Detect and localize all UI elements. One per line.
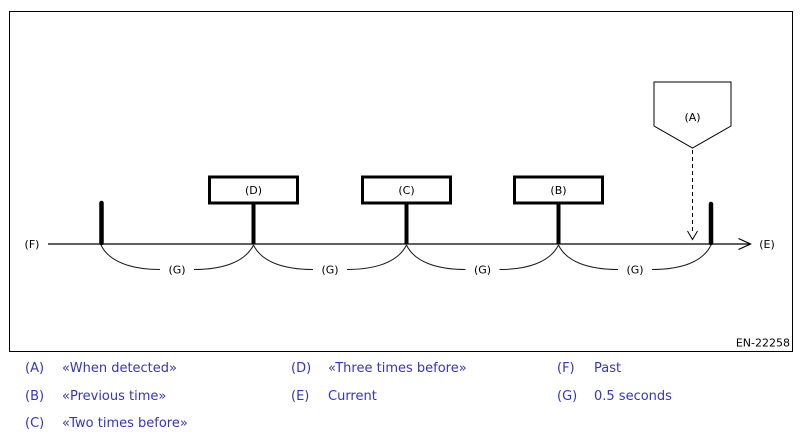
- interval-brace: [346, 244, 407, 270]
- axis-arrowhead-icon: [738, 237, 752, 251]
- legend-key-e: (E): [291, 388, 310, 404]
- current-axis-label: (E): [759, 238, 775, 251]
- event-box-b-label: (B): [550, 184, 566, 197]
- legend-value-a: «When detected»: [62, 361, 177, 376]
- legend-key-f: (F): [557, 361, 575, 376]
- interval-brace: [651, 244, 712, 270]
- detection-banner: [653, 81, 732, 149]
- diagram-frame: (F) (E) (D) (C) (B) (A) (G) (G) (G): [9, 11, 793, 352]
- legend-item-e: (E) Current: [291, 383, 467, 411]
- legend-value-b: «Previous time»: [62, 388, 167, 404]
- timeline-diagram: (F) (E) (D) (C) (B) (A) (G) (G) (G): [25, 81, 790, 350]
- interval-brace: [193, 244, 254, 270]
- interval-brace: [406, 244, 466, 270]
- past-axis-label: (F): [25, 238, 40, 251]
- interval-label: (G): [626, 264, 643, 277]
- legend-key-b: (B): [25, 388, 45, 404]
- legend-item-f: (F) Past: [557, 355, 672, 383]
- legend-value-g: 0.5 seconds: [594, 388, 672, 404]
- legend-column-1: (A) «When detected» (B) «Previous time» (C…: [25, 355, 188, 438]
- interval-brace: [558, 244, 619, 270]
- legend-value-e: Current: [328, 388, 377, 404]
- legend-item-d: (D) «Three times before»: [291, 355, 467, 383]
- interval-brace: [100, 244, 161, 270]
- legend-column-2: (D) «Three times before» (E) Current: [291, 355, 467, 410]
- legend-key-c: (C): [25, 416, 45, 431]
- legend-key-g: (G): [557, 388, 578, 404]
- event-box-c: [361, 175, 452, 205]
- legend-value-f: Past: [594, 361, 622, 376]
- event-box-c-label: (C): [398, 184, 414, 197]
- legend-item-c: (C) «Two times before»: [25, 410, 188, 438]
- event-box-d-label: (D): [245, 184, 262, 197]
- event-box-d: [208, 175, 299, 205]
- legend-key-d: (D): [291, 361, 312, 376]
- interval-label: (G): [321, 264, 338, 277]
- interval-brace: [499, 244, 559, 270]
- detection-arrowhead-icon: [687, 230, 698, 241]
- legend-item-a: (A) «When detected»: [25, 355, 188, 383]
- figure-code: EN-22258: [736, 337, 790, 350]
- interval-label: (G): [168, 264, 185, 277]
- legend-item-b: (B) «Previous time»: [25, 383, 188, 411]
- legend-key-a: (A): [25, 361, 45, 376]
- legend-value-c: «Two times before»: [62, 416, 188, 431]
- legend-column-3: (F) Past (G) 0.5 seconds: [557, 355, 672, 410]
- interval-label: (G): [474, 264, 491, 277]
- detection-banner-label: (A): [684, 111, 700, 124]
- event-box-b: [513, 175, 604, 205]
- legend-value-d: «Three times before»: [328, 361, 467, 376]
- legend-item-g: (G) 0.5 seconds: [557, 383, 672, 411]
- interval-brace: [253, 244, 314, 270]
